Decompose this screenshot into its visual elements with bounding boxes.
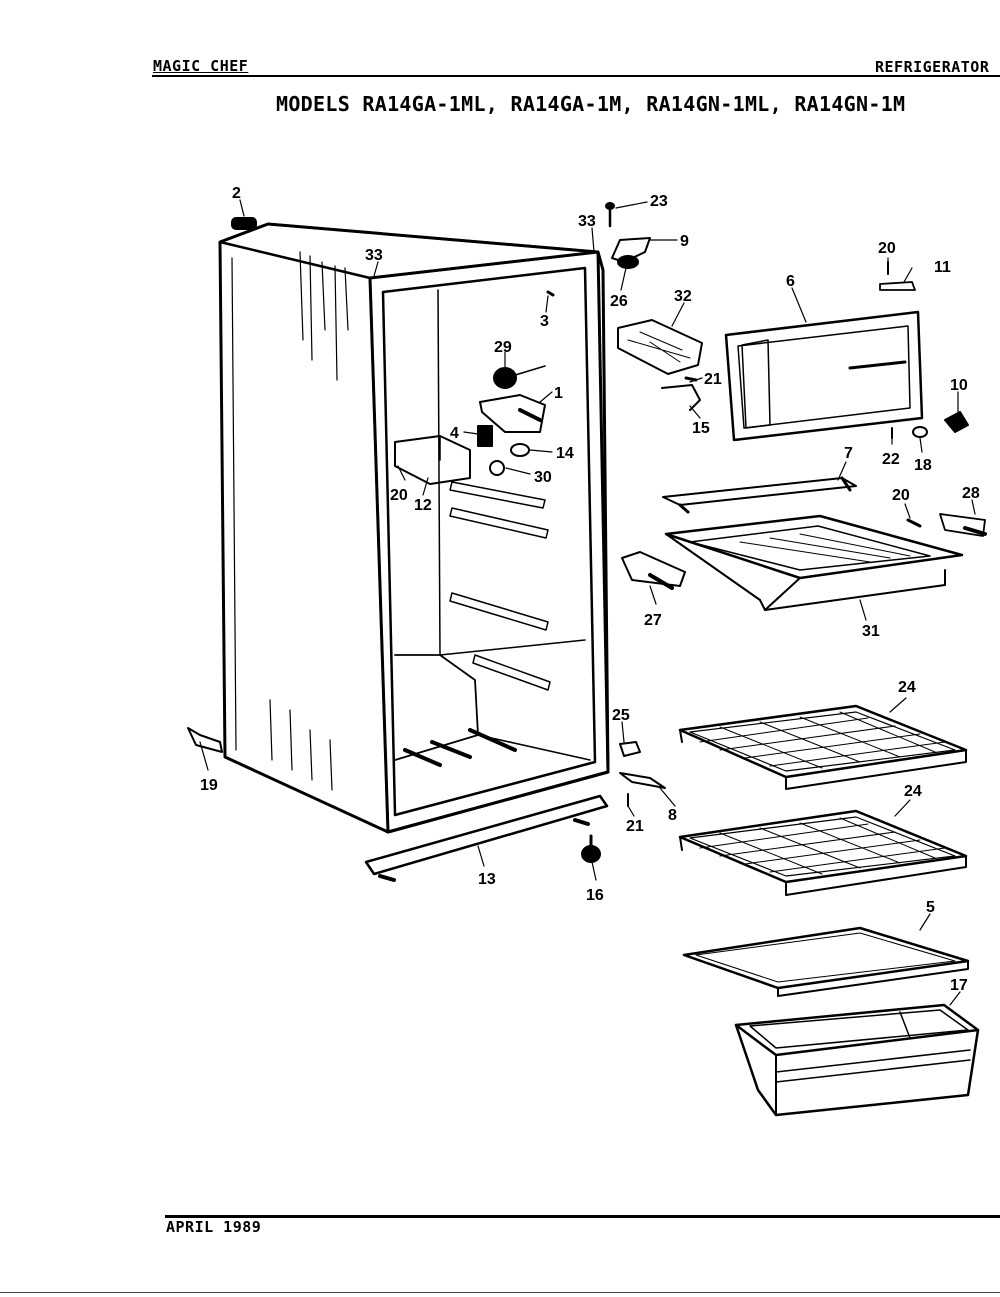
freezer-parts-drawing: [605, 202, 987, 611]
callout-28: 28: [962, 485, 980, 502]
callout-9: 9: [680, 233, 689, 250]
callout-3: 3: [540, 313, 549, 330]
callout-20-tray: 20: [892, 487, 910, 504]
callout-11: 11: [934, 259, 951, 276]
callout-12: 12: [414, 497, 432, 514]
callout-13: 13: [478, 871, 496, 888]
callout-15: 15: [692, 420, 710, 437]
shelves-drawing: [619, 704, 980, 1117]
callout-6: 6: [786, 273, 795, 290]
callout-24-lower: 24: [904, 783, 922, 800]
publication-date: APRIL 1989: [166, 1218, 262, 1236]
callout-8: 8: [668, 807, 677, 824]
cabinet-drawing: [187, 217, 610, 882]
callout-26: 26: [610, 293, 628, 310]
callout-29: 29: [494, 339, 512, 356]
callout-5: 5: [926, 899, 935, 916]
leader-lines: [199, 199, 976, 1006]
callout-33-cabinet: 33: [365, 247, 383, 264]
callout-32: 32: [674, 288, 692, 305]
callout-16: 16: [586, 887, 604, 904]
models-title: MODELS RA14GA-1ML, RA14GA-1M, RA14GN-1ML…: [276, 92, 906, 116]
callout-19: 19: [200, 777, 218, 794]
callout-23: 23: [650, 193, 668, 210]
callout-31: 31: [862, 623, 880, 640]
footer-rule: [165, 1215, 1000, 1218]
callout-14: 14: [556, 445, 574, 462]
callout-27: 27: [644, 612, 662, 629]
header-rule: [152, 75, 1000, 77]
callout-30: 30: [534, 469, 552, 486]
callout-4: 4: [450, 425, 459, 442]
callout-1: 1: [554, 385, 563, 402]
callout-20-door: 20: [878, 240, 896, 257]
callout-21-tray: 21: [704, 371, 722, 388]
callout-20-light: 20: [390, 487, 408, 504]
brand-label: MAGIC CHEF: [153, 57, 249, 75]
callout-22: 22: [882, 451, 900, 468]
callout-2: 2: [232, 185, 241, 202]
callout-25: 25: [612, 707, 630, 724]
callout-10: 10: [950, 377, 968, 394]
callout-labels: 2 33 33 23 9 26 3 20 11 6 32 29 1 21 15 …: [200, 185, 980, 994]
callout-18: 18: [914, 457, 932, 474]
page-edge: [0, 1292, 1000, 1293]
category-label: REFRIGERATOR: [875, 58, 990, 76]
control-parts-drawing: [394, 290, 555, 485]
callout-24-upper: 24: [898, 679, 916, 696]
callout-21-bracket: 21: [626, 818, 644, 835]
callout-17: 17: [950, 977, 968, 994]
callout-33-frame: 33: [578, 213, 596, 230]
callout-7: 7: [844, 445, 853, 462]
